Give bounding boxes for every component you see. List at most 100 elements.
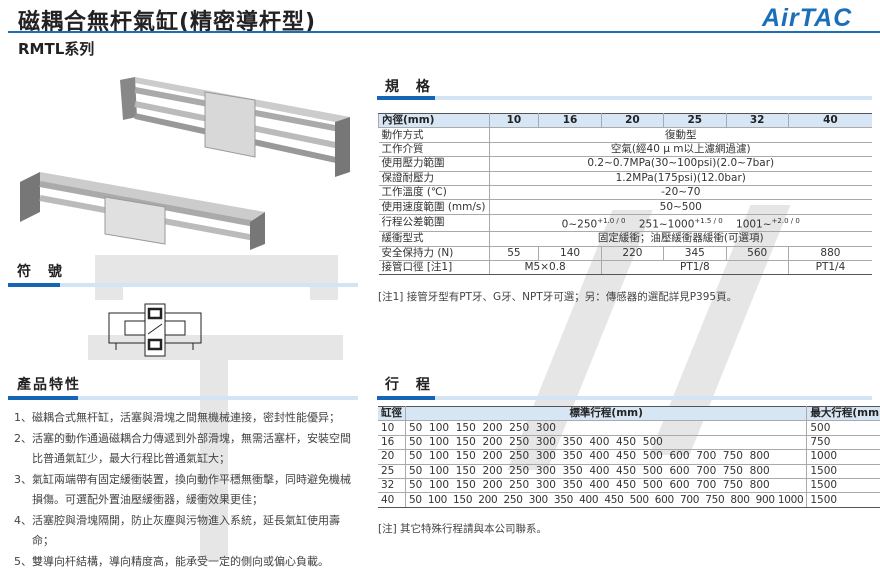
cylinder-top xyxy=(120,77,350,177)
title-divider xyxy=(8,31,880,33)
table-row: 緩衝型式固定緩衝；油壓緩衝器緩衝(可選項) xyxy=(379,232,873,246)
stroke-col-header: 標準行程(mm) xyxy=(406,407,807,421)
spec-label: 工作介質 xyxy=(379,142,490,156)
bore-cell: 16 xyxy=(378,435,406,449)
spec-col-header: 20 xyxy=(601,114,663,128)
spec-label: 使用速度範圍 (mm/s) xyxy=(379,200,490,214)
spec-value: 880 xyxy=(788,246,872,260)
stroke-col-header: 最大行程(mm) xyxy=(807,407,880,421)
product-image xyxy=(15,72,360,252)
standard-stroke-cell: 50 100 150 200 250 300 350 400 450 500 6… xyxy=(406,450,807,464)
stroke-col-header: 缸徑 xyxy=(378,407,406,421)
spec-col-header: 內徑(mm) xyxy=(379,114,490,128)
standard-stroke-cell: 50 100 150 200 250 300 350 400 450 500 xyxy=(406,435,807,449)
spec-label: 保證耐壓力 xyxy=(379,171,490,185)
spec-value: 55 xyxy=(489,246,539,260)
stroke-note: [注] 其它特殊行程請與本公司聯系。 xyxy=(378,521,547,536)
standard-stroke-cell: 50 100 150 200 250 300 xyxy=(406,421,807,435)
features-heading-bar xyxy=(8,396,358,400)
table-row: 使用速度範圍 (mm/s)50~500 xyxy=(379,200,873,214)
bore-cell: 32 xyxy=(378,478,406,492)
stroke-header-row: 缸徑 標準行程(mm) 最大行程(mm) xyxy=(378,407,880,421)
spec-value: 50~500 xyxy=(489,200,872,214)
spec-col-header: 32 xyxy=(726,114,788,128)
features-list: 1、磁耦合式無杆缸，活塞與滑塊之間無機械連接，密封性能優异； 2、活塞的動作通過… xyxy=(14,408,359,572)
table-row: 行程公差範圍 0~250+1.0 / 0 251~1000+1.5 / 0 10… xyxy=(379,214,873,232)
spec-heading: 規 格 xyxy=(385,76,436,96)
spec-value: 560 xyxy=(726,246,788,260)
bore-cell: 25 xyxy=(378,464,406,478)
table-row: 工作溫度 (℃)-20~70 xyxy=(379,185,873,199)
airtac-logo: AirTAC xyxy=(762,4,852,33)
list-item: 5、雙導向杆結構，導向精度高，能承受一定的側向或偏心負載。 xyxy=(14,552,359,572)
spec-label: 緩衝型式 xyxy=(379,232,490,246)
spec-value: 復動型 xyxy=(489,128,872,142)
standard-stroke-cell: 50 100 150 200 250 300 350 400 450 500 6… xyxy=(406,478,807,492)
spec-table: 內徑(mm) 10 16 20 25 32 40 動作方式復動型 工作介質空氣(… xyxy=(378,113,872,275)
stroke-heading-bar xyxy=(377,396,872,400)
tolerance-range: 1001~ xyxy=(736,218,772,230)
symbol-heading-bar xyxy=(8,283,358,287)
spec-value: -20~70 xyxy=(489,185,872,199)
tolerance-range: 251~1000 xyxy=(639,218,695,230)
table-row: 工作介質空氣(經40 μ m以上濾網過濾) xyxy=(379,142,873,156)
table-row: 接管口徑 [注1] M5×0.8 PT1/8 PT1/4 xyxy=(379,261,873,275)
spec-value: PT1/4 xyxy=(788,261,872,275)
tolerance-range: 0~250 xyxy=(562,218,598,230)
spec-label: 動作方式 xyxy=(379,128,490,142)
cylinder-bottom xyxy=(20,172,265,250)
spec-col-header: 40 xyxy=(788,114,872,128)
watermark xyxy=(310,255,338,300)
spec-col-header: 25 xyxy=(664,114,726,128)
list-item: 2、活塞的動作通過磁耦合力傳遞到外部滑塊，無需活塞杆，安裝空間比普通氣缸少，最大… xyxy=(14,429,359,470)
stroke-heading: 行 程 xyxy=(385,374,436,394)
spec-value: 0~250+1.0 / 0 251~1000+1.5 / 0 1001~+2.0… xyxy=(489,214,872,232)
spec-value: 140 xyxy=(539,246,601,260)
spec-value: 固定緩衝；油壓緩衝器緩衝(可選項) xyxy=(489,232,872,246)
spec-note: [注1] 接管牙型有PT牙、G牙、NPT牙可選；另：傳感器的選配詳見P395頁。 xyxy=(378,289,737,304)
spec-value: 空氣(經40 μ m以上濾網過濾) xyxy=(489,142,872,156)
spec-label: 接管口徑 [注1] xyxy=(379,261,490,275)
max-stroke-cell: 1500 xyxy=(807,478,880,492)
spec-value: 1.2MPa(175psi)(12.0bar) xyxy=(489,171,872,185)
max-stroke-cell: 750 xyxy=(807,435,880,449)
max-stroke-cell: 1500 xyxy=(807,493,880,507)
series-label: RMTL系列 xyxy=(18,38,94,59)
list-item: 3、氣缸兩端帶有固定緩衝裝置，換向動作平穩無衝擊，同時避免機械損傷。可選配外置油… xyxy=(14,470,359,511)
spec-col-header: 10 xyxy=(489,114,539,128)
bore-cell: 20 xyxy=(378,450,406,464)
spec-label: 行程公差範圍 xyxy=(379,214,490,232)
features-heading: 產品特性 xyxy=(17,374,81,394)
max-stroke-cell: 1000 xyxy=(807,450,880,464)
spec-header-row: 內徑(mm) 10 16 20 25 32 40 xyxy=(379,114,873,128)
watermark xyxy=(95,255,335,283)
max-stroke-cell: 500 xyxy=(807,421,880,435)
list-item: 4、活塞腔與滑塊隔開，防止灰塵與污物進入系統，延長氣缸使用壽命； xyxy=(14,511,359,552)
bore-cell: 40 xyxy=(378,493,406,507)
list-item: 1、磁耦合式無杆缸，活塞與滑塊之間無機械連接，密封性能優异； xyxy=(14,408,359,429)
spec-heading-bar xyxy=(377,96,872,100)
bore-cell: 10 xyxy=(378,421,406,435)
spec-value: PT1/8 xyxy=(601,261,788,275)
standard-stroke-cell: 50 100 150 200 250 300 350 400 450 500 6… xyxy=(406,493,807,507)
table-row: 安全保持力 (N) 55 140 220 345 560 880 xyxy=(379,246,873,260)
symbol-heading: 符 號 xyxy=(17,261,68,281)
table-row: 動作方式復動型 xyxy=(379,128,873,142)
standard-stroke-cell: 50 100 150 200 250 300 350 400 450 500 6… xyxy=(406,464,807,478)
max-stroke-cell: 1500 xyxy=(807,464,880,478)
spec-value: 345 xyxy=(664,246,726,260)
spec-value: 220 xyxy=(601,246,663,260)
spec-label: 使用壓力範圍 xyxy=(379,157,490,171)
cylinder-symbol xyxy=(108,303,203,358)
spec-col-header: 16 xyxy=(539,114,601,128)
tolerance-limit: +2.0 / 0 xyxy=(772,217,800,225)
tolerance-limit: +1.5 / 0 xyxy=(694,217,722,225)
